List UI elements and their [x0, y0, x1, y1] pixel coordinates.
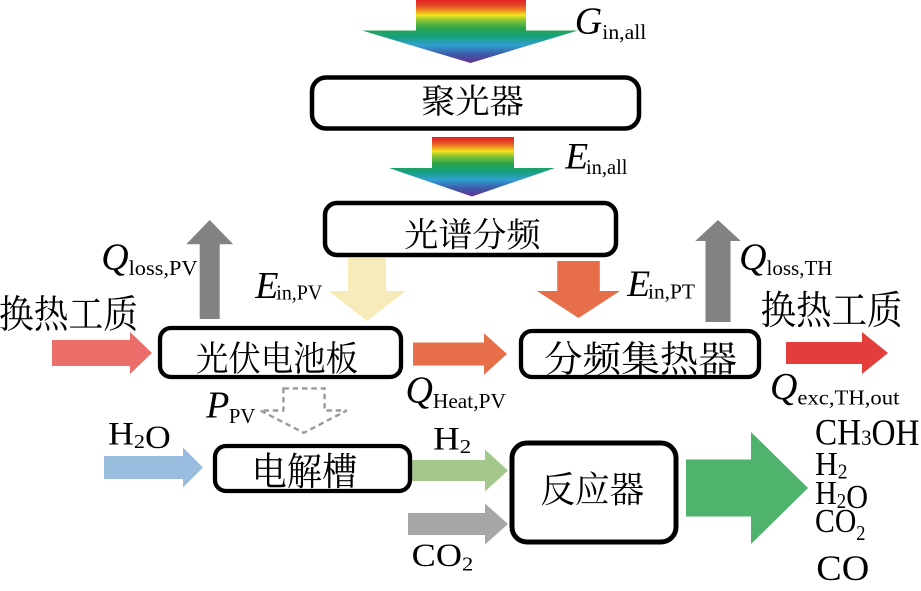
svg-text:Q: Q	[770, 366, 797, 408]
svg-text:Q: Q	[406, 370, 433, 412]
svg-text:E: E	[626, 264, 650, 305]
svg-text:in,PT: in,PT	[648, 280, 695, 304]
svg-text:G: G	[575, 0, 602, 42]
svg-text:loss,PV: loss,PV	[129, 256, 198, 280]
svg-text:Q: Q	[739, 237, 766, 279]
svg-text:PV: PV	[229, 404, 256, 428]
svg-text:H2: H2	[433, 422, 471, 459]
svg-text:E: E	[564, 136, 588, 177]
svg-text:Heat,PV: Heat,PV	[433, 389, 506, 413]
svg-text:CH3OH: CH3OH	[815, 411, 920, 453]
svg-text:in,PV: in,PV	[276, 281, 322, 305]
svg-text:in,all: in,all	[602, 20, 646, 44]
svg-text:Q: Q	[101, 237, 128, 279]
svg-text:H2: H2	[815, 446, 848, 484]
svg-text:H2O: H2O	[108, 417, 171, 457]
svg-text:CO2: CO2	[412, 538, 474, 576]
svg-text:loss,TH: loss,TH	[767, 256, 833, 280]
svg-text:CO2: CO2	[815, 503, 866, 545]
svg-text:P: P	[205, 384, 229, 426]
svg-text:CO: CO	[816, 548, 869, 586]
svg-text:in,all: in,all	[586, 155, 628, 179]
svg-text:exc,TH,out: exc,TH,out	[797, 386, 899, 410]
svg-text:H2O: H2O	[815, 475, 868, 516]
svg-text:E: E	[254, 265, 278, 307]
